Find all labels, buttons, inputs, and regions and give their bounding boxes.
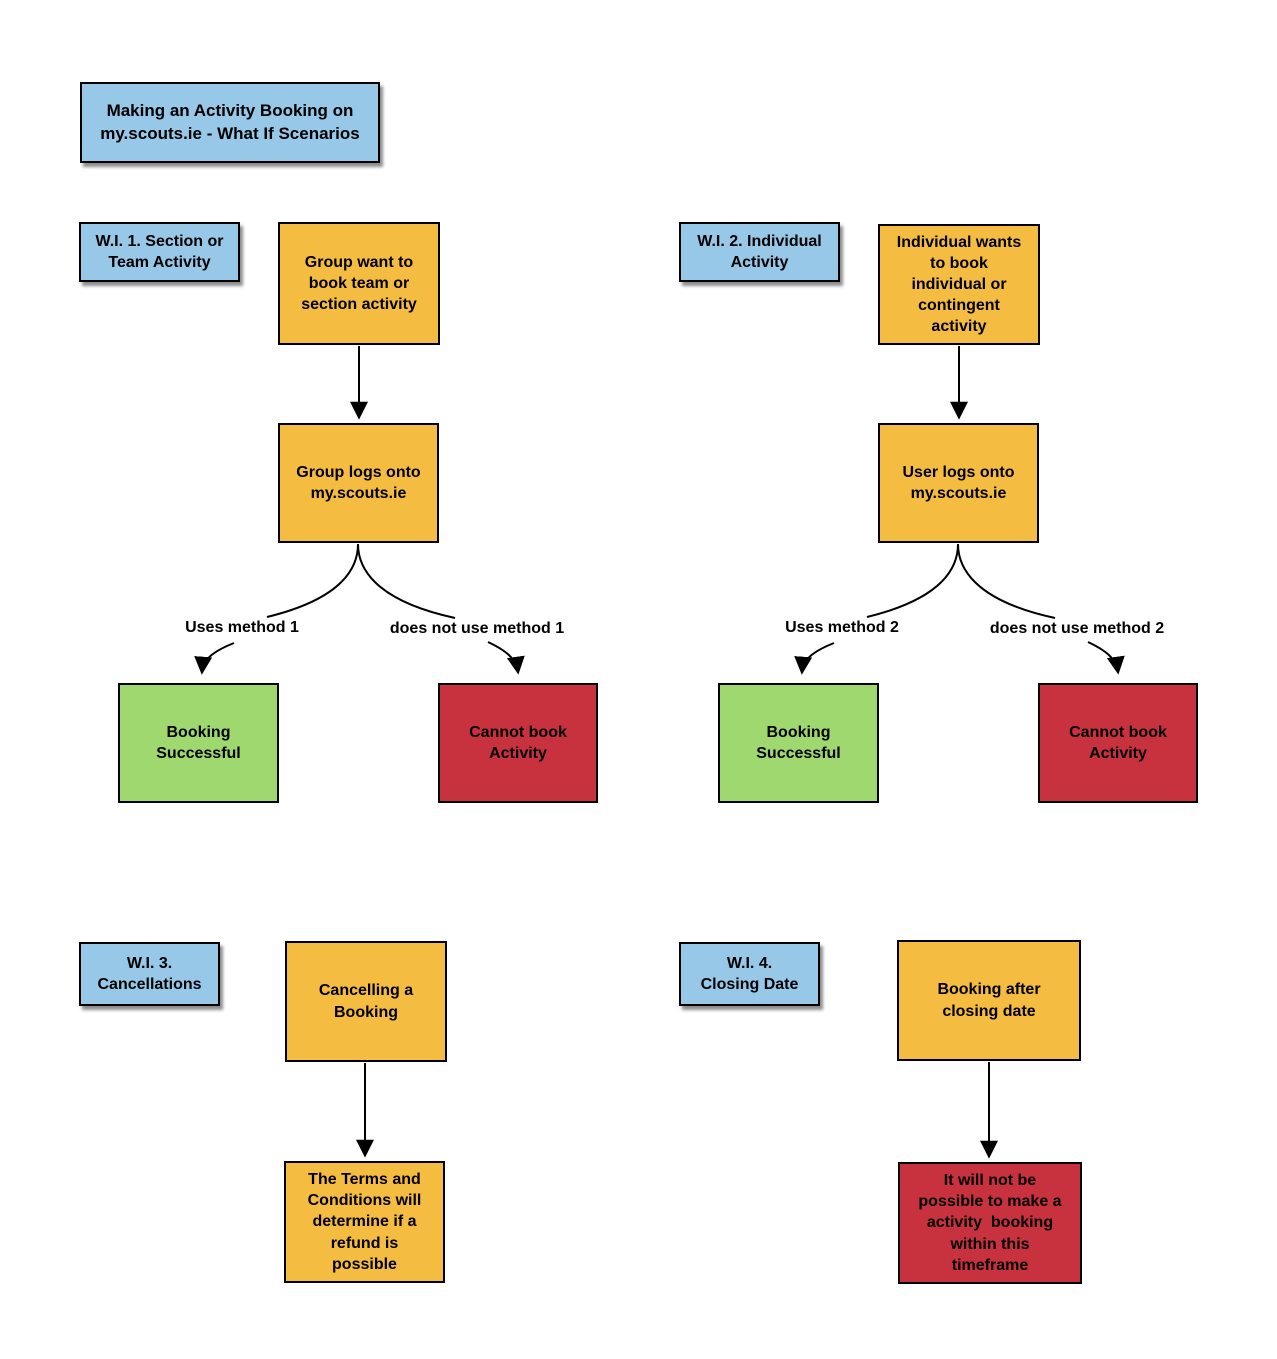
wi1-label-box: W.I. 1. Section or Team Activity [79,222,240,282]
wi1-branch-no-label: does not use method 1 [389,620,565,637]
wi2-fail-arrow [1087,641,1125,675]
wi1-branch-yes-label: Uses method 1 [185,619,299,636]
wi4-label-box: W.I. 4. Closing Date [679,942,820,1006]
wi1-success-node: Booking Successful [118,683,279,803]
wi1-fork-right [357,543,456,619]
wi2-fork-left [866,543,959,618]
wi2-success-node: Booking Successful [718,683,879,803]
wi3-outcome-node: The Terms and Conditions will determine … [284,1161,445,1283]
wi1-fork-left [266,543,359,618]
wi2-label-box: W.I. 2. Individual Activity [679,222,840,282]
wi2-fail-node: Cannot book Activity [1038,683,1198,803]
wi2-start-node: Individual wants to book individual or c… [878,224,1040,345]
wi3-label-box: W.I. 3. Cancellations [79,942,220,1006]
diagram-title-box: Making an Activity Booking on my.scouts.… [80,82,380,163]
wi1-success-arrow [194,642,235,675]
wi1-login-node: Group logs onto my.scouts.ie [278,423,439,543]
wi2-branch-no-label: does not use method 2 [989,620,1165,637]
wi1-start-node: Group want to book team or section activ… [278,222,440,345]
wi2-login-node: User logs onto my.scouts.ie [878,423,1039,543]
wi1-fail-node: Cannot book Activity [438,683,598,803]
wi3-start-node: Cancelling a Booking [285,941,447,1062]
wi1-fail-arrow [487,641,525,675]
wi4-outcome-node: It will not be possible to make a activi… [898,1162,1082,1284]
wi2-branch-yes-label: Uses method 2 [785,619,899,636]
wi4-start-node: Booking after closing date [897,940,1081,1061]
wi2-fork-right [957,543,1056,619]
wi2-success-arrow [794,642,835,675]
